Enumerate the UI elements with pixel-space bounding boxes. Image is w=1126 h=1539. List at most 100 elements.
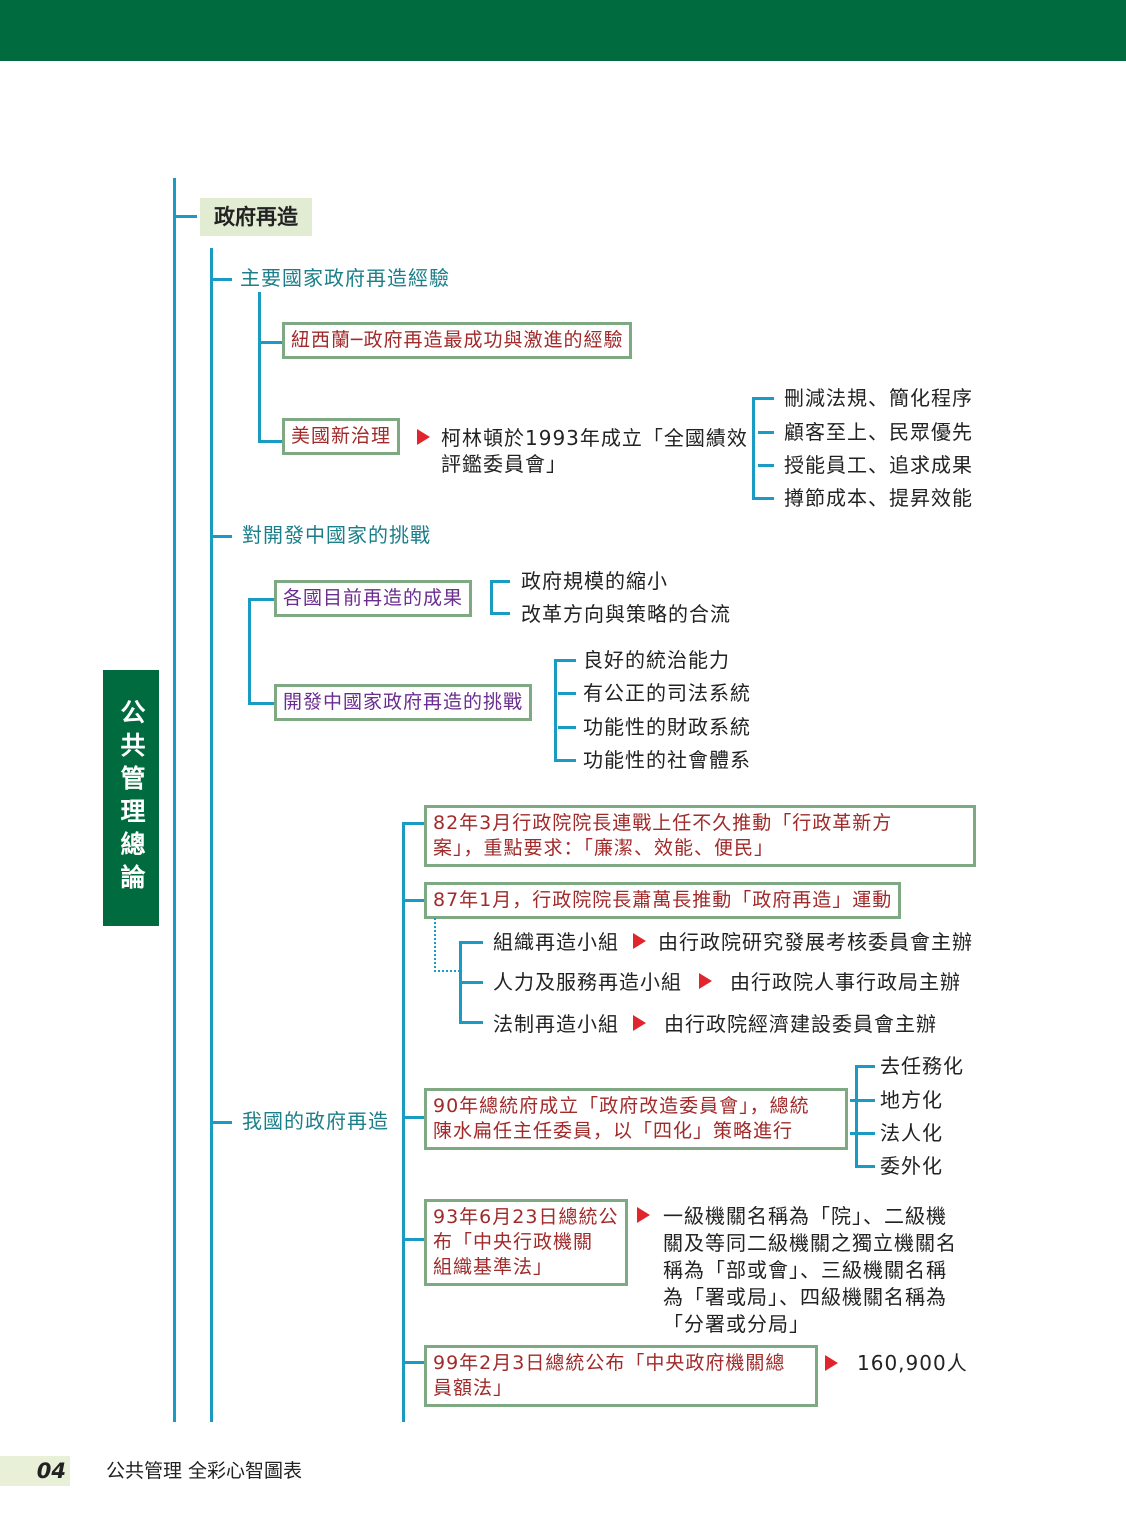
item4-line-3: 組織基準法」 bbox=[433, 1256, 554, 1278]
results-point: 政府規模的縮小 bbox=[521, 569, 668, 593]
results-points-line bbox=[490, 580, 493, 614]
developing-line bbox=[248, 598, 251, 704]
us-detail-2: 評鑑委員會」 bbox=[441, 452, 567, 476]
group-detail: 由行政院人事行政局主辦 bbox=[730, 970, 961, 994]
level1-line bbox=[210, 248, 213, 1422]
item1-line-1: 82年3月行政院院長連戰上任不久推動「行政革新方 bbox=[433, 812, 893, 834]
root-node: 政府再造 bbox=[200, 198, 312, 236]
item4-detail-2: 關及等同二級機關之獨立機關名 bbox=[663, 1231, 957, 1255]
connector bbox=[248, 702, 274, 705]
four-item: 法人化 bbox=[880, 1121, 943, 1145]
item4-detail-5: 「分署或分局」 bbox=[663, 1312, 810, 1336]
item4-detail-1: 一級機關名稱為「院」、二級機 bbox=[663, 1204, 947, 1228]
section-developing-label: 對開發中國家的挑戰 bbox=[242, 523, 431, 547]
connector bbox=[490, 580, 510, 583]
arrow-icon bbox=[633, 933, 646, 949]
challenge-point: 功能性的財政系統 bbox=[583, 715, 751, 739]
taiwan-line bbox=[402, 822, 405, 1422]
footer-title: 公共管理 全彩心智圖表 bbox=[106, 1460, 303, 1482]
item3-line-2: 陳水扁任主任委員，以「四化」策略進行 bbox=[433, 1120, 794, 1142]
group-name: 人力及服務再造小組 bbox=[493, 970, 682, 994]
item5-box: 99年2月3日總統公布「中央政府機關總 員額法」 bbox=[424, 1345, 818, 1407]
connector bbox=[558, 692, 576, 695]
connector bbox=[554, 759, 576, 762]
connector bbox=[402, 822, 424, 825]
item2-box: 87年1月，行政院院長蕭萬長推動「政府再造」運動 bbox=[424, 882, 902, 919]
dotted-connector bbox=[434, 918, 460, 972]
connector bbox=[558, 726, 576, 729]
section-taiwan-label: 我國的政府再造 bbox=[242, 1109, 389, 1133]
item1-line-2: 案」，重點要求：「廉潔、效能、便民」 bbox=[433, 837, 775, 859]
connector bbox=[210, 535, 232, 538]
arrow-icon bbox=[633, 1015, 646, 1031]
group-detail: 由行政院研究發展考核委員會主辦 bbox=[658, 930, 973, 954]
challenge-points-line bbox=[554, 659, 557, 760]
challenge-point: 有公正的司法系統 bbox=[583, 681, 751, 705]
item4-line-1: 93年6月23日總統公 bbox=[433, 1206, 619, 1228]
header-bar bbox=[0, 0, 1126, 61]
connector bbox=[554, 659, 576, 662]
four-item: 地方化 bbox=[880, 1088, 943, 1112]
item4-detail-3: 稱為「部或會」、三級機關名稱 bbox=[663, 1258, 947, 1282]
connector bbox=[490, 612, 510, 615]
challenge-box: 開發中國家政府再造的挑戰 bbox=[274, 684, 533, 721]
item4-box: 93年6月23日總統公 布「中央行政機關 組織基準法」 bbox=[424, 1199, 628, 1286]
group-name: 組織再造小組 bbox=[493, 930, 619, 954]
trunk-line bbox=[173, 178, 176, 1422]
us-point: 撙節成本、提昇效能 bbox=[784, 486, 973, 510]
connector bbox=[402, 1361, 424, 1364]
item5-detail: 160,900人 bbox=[857, 1351, 968, 1375]
connector bbox=[258, 341, 282, 344]
us-points-line bbox=[752, 398, 755, 499]
results-point: 改革方向與策略的合流 bbox=[521, 602, 731, 626]
connector bbox=[210, 1121, 232, 1124]
challenge-point: 功能性的社會體系 bbox=[583, 748, 751, 772]
us-box: 美國新治理 bbox=[282, 418, 401, 455]
connector bbox=[758, 464, 774, 467]
connector bbox=[850, 1132, 875, 1135]
connector bbox=[258, 440, 282, 443]
four-item: 委外化 bbox=[880, 1154, 943, 1178]
four-item: 去任務化 bbox=[880, 1054, 964, 1078]
item3-box: 90年總統府成立「政府改造委員會」，總統 陳水扁任主任委員，以「四化」策略進行 bbox=[424, 1088, 848, 1150]
connector bbox=[459, 1021, 483, 1024]
connector bbox=[210, 278, 232, 281]
connector bbox=[402, 1238, 424, 1241]
arrow-icon bbox=[637, 1207, 650, 1223]
connector bbox=[459, 981, 483, 984]
page-number: 04 bbox=[0, 1456, 70, 1486]
connector bbox=[758, 431, 774, 434]
us-detail-1: 柯林頓於1993年成立「全國績效 bbox=[441, 426, 748, 450]
major-line bbox=[258, 292, 261, 442]
section-major-label: 主要國家政府再造經驗 bbox=[240, 266, 450, 290]
item5-line-1: 99年2月3日總統公布「中央政府機關總 bbox=[433, 1352, 786, 1374]
us-point: 刪減法規、簡化程序 bbox=[784, 386, 973, 410]
sidebar-title: 公共管理總論 bbox=[103, 670, 159, 926]
group-name: 法制再造小組 bbox=[493, 1012, 619, 1036]
connector bbox=[402, 899, 424, 902]
connector bbox=[459, 941, 483, 944]
group-detail: 由行政院經濟建設委員會主辦 bbox=[664, 1012, 937, 1036]
connector bbox=[248, 598, 274, 601]
arrow-icon bbox=[825, 1355, 838, 1371]
arrow-icon bbox=[417, 429, 430, 445]
item4-detail-4: 為「署或局」、四級機關名稱為 bbox=[663, 1285, 947, 1309]
us-point: 授能員工、追求成果 bbox=[784, 453, 973, 477]
item1-box: 82年3月行政院院長連戰上任不久推動「行政革新方 案」，重點要求：「廉潔、效能、… bbox=[424, 805, 976, 867]
item4-line-2: 布「中央行政機關 bbox=[433, 1231, 594, 1253]
arrow-icon bbox=[699, 973, 712, 989]
connector bbox=[850, 1099, 875, 1102]
results-box: 各國目前再造的成果 bbox=[274, 580, 473, 617]
us-point: 顧客至上、民眾優先 bbox=[784, 420, 973, 444]
connector bbox=[855, 1065, 875, 1068]
connector bbox=[752, 397, 774, 400]
connector bbox=[173, 215, 197, 218]
item3-line-1: 90年總統府成立「政府改造委員會」，總統 bbox=[433, 1095, 810, 1117]
challenge-point: 良好的統治能力 bbox=[583, 648, 730, 672]
four-line bbox=[855, 1065, 858, 1168]
nz-box: 紐西蘭─政府再造最成功與激進的經驗 bbox=[282, 322, 633, 359]
connector bbox=[855, 1165, 875, 1168]
connector bbox=[402, 1116, 424, 1119]
item5-line-2: 員額法」 bbox=[433, 1377, 514, 1399]
connector bbox=[752, 497, 774, 500]
